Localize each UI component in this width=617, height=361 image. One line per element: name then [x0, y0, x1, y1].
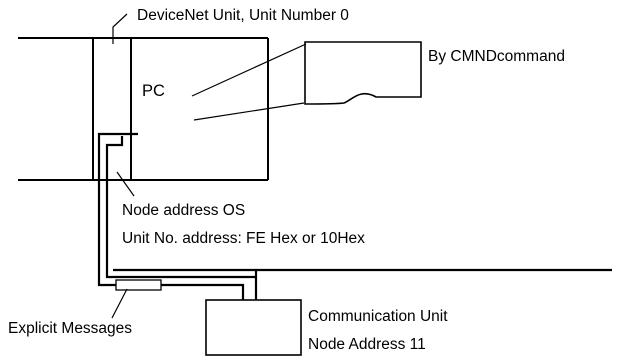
communication-unit-label: Communication Unit [308, 308, 448, 325]
pc-label: PC [142, 82, 165, 100]
node-address-11-label: Node Address 11 [308, 336, 426, 353]
cmnd-command-document-shape [304, 41, 422, 105]
node-address-leader [116, 171, 135, 197]
unit-no-address-label: Unit No. address: FE Hex or 10Hex [122, 230, 365, 247]
communication-unit-box [205, 299, 302, 356]
explicit-message-path [97, 132, 256, 300]
message-path-inner [105, 136, 256, 279]
devicenet-unit-label: DeviceNet Unit, Unit Number 0 [137, 7, 349, 24]
cmnd-command-label: By CMNDcommand [428, 48, 565, 65]
devicenet-unit-leader [112, 13, 128, 44]
explicit-message-marker [115, 279, 162, 291]
explicit-messages-leader [111, 288, 128, 319]
node-address-os-label: Node address OS [122, 202, 245, 219]
pc-rack [18, 37, 269, 181]
cmnd-command-leaders [191, 43, 307, 121]
message-path-outer [97, 132, 245, 300]
explicit-messages-label: Explicit Messages [8, 320, 132, 337]
